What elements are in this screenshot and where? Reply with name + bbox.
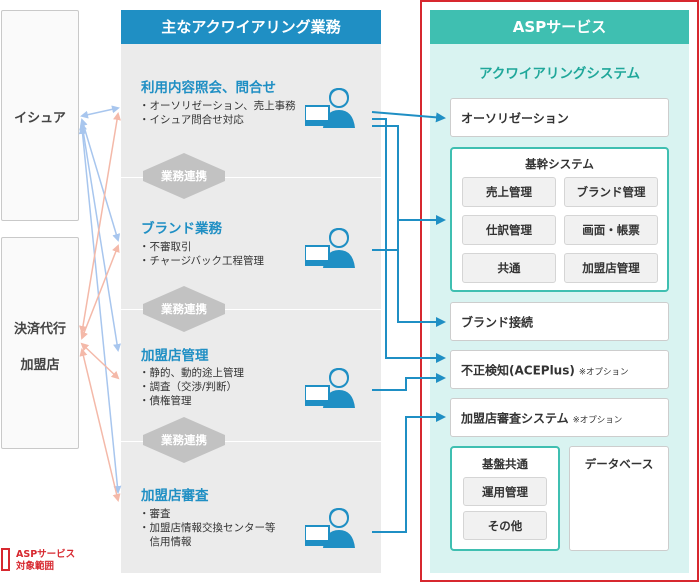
platform-item-operations-management: 運用管理 [463, 477, 547, 506]
platform-item-other: その他 [463, 511, 547, 540]
option-note: ※オプション [572, 415, 623, 425]
acquiring-operations-panel [121, 10, 381, 573]
core-item-journal-management: 仕訳管理 [462, 215, 556, 245]
brand-connection-label: ブランド接続 [461, 315, 534, 329]
legend-swatch [1, 548, 10, 571]
merchant-screening-system-label: 加盟店審査システム※オプション [461, 409, 622, 426]
acquiring-operations-header: 主なアクワイアリング業務 [121, 10, 381, 44]
merchant-arrow [80, 244, 120, 340]
merchant-arrows [79, 112, 121, 502]
issuer-arrow [80, 105, 120, 119]
database-label: データベース [584, 457, 654, 471]
double-arrow-connector-icon [143, 153, 225, 199]
section-bullets-merchant-management: ・静的、動的途上管理 ・調査（交渉/判断） ・債権管理 [139, 366, 244, 408]
authorization-label: オーソリゼーション [461, 111, 569, 125]
operator-at-laptop-icon [305, 88, 355, 128]
brand-connection-box: ブランド接続 [450, 302, 669, 341]
section-title-merchant-screening: 加盟店審査 [141, 488, 209, 504]
bullet-text: ・不審取引 [139, 241, 192, 253]
acquiring-system-title: アクワイアリングシステム [479, 66, 640, 82]
section-bullets-merchant-screening: ・審査 ・加盟店情報交換センター等 信用情報 [139, 507, 276, 549]
section-bullets-brand: ・不審取引 ・チャージバック工程管理 [139, 240, 264, 268]
section-bullets-inquiry: ・オーソリゼーション、売上事務 ・イシュア問合せ対応 [139, 99, 296, 127]
bullet-text: ・チャージバック工程管理 [139, 255, 265, 267]
section-divider [121, 309, 381, 310]
flow-to-brand-connection [372, 125, 446, 327]
double-arrow-connector-icon [143, 417, 225, 463]
asp-service-header: ASPサービス [430, 10, 689, 44]
legend-line2: 対象範囲 [16, 561, 55, 572]
legend-line1: ASPサービス [16, 549, 76, 560]
legend-text: ASPサービス 対象範囲 [16, 549, 75, 573]
section-title-brand: ブランド業務 [141, 221, 222, 237]
business-cooperation-connector: 業務連携 [143, 153, 225, 199]
merchant-arrow [79, 348, 121, 502]
connector-label: 業務連携 [161, 302, 207, 316]
section-divider [121, 177, 381, 178]
business-cooperation-connector: 業務連携 [143, 417, 225, 463]
section-title-inquiry: 利用内容照会、問合せ [141, 80, 276, 96]
platform-common-title: 基盤共通 [482, 457, 528, 471]
operator-at-laptop-icon [305, 508, 355, 548]
system-flow-lines [371, 111, 446, 533]
option-note: ※オプション [578, 367, 629, 377]
section-title-merchant-management: 加盟店管理 [141, 348, 209, 364]
bullet-text: 信用情報 [139, 536, 192, 548]
bullet-text: ・調査（交渉/判断） [139, 381, 238, 393]
core-system-title: 基幹システム [525, 157, 594, 171]
core-item-screens-reports: 画面・帳票 [564, 215, 658, 245]
database-box [569, 446, 669, 551]
connector-label: 業務連携 [161, 433, 207, 447]
fraud-detection-text: 不正検知(ACEPlus) [461, 363, 575, 377]
core-item-merchant-management: 加盟店管理 [564, 253, 658, 283]
merchant-screening-system-box: 加盟店審査システム※オプション [450, 398, 669, 437]
bullet-text: ・静的、動的途上管理 [139, 367, 244, 379]
operator-at-laptop-icon [305, 228, 355, 268]
asp-service-scope-border [420, 0, 699, 582]
fraud-detection-box: 不正検知(ACEPlus)※オプション [450, 350, 669, 389]
bullet-text: ・加盟店情報交換センター等 [139, 522, 276, 534]
bullet-text: ・審査 [139, 508, 171, 520]
merchant-label: 加盟店 [20, 358, 60, 373]
issuer-box: イシュア [1, 10, 79, 221]
bullet-text: ・オーソリゼーション、売上事務 [139, 100, 296, 112]
core-item-brand-management: ブランド管理 [564, 177, 658, 207]
core-item-sales-management: 売上管理 [462, 177, 556, 207]
bullet-text: ・イシュア問合せ対応 [139, 114, 244, 126]
payment-agent-merchant-box: 決済代行 加盟店 [1, 237, 79, 449]
merchant-screening-text: 加盟店審査システム [461, 411, 569, 425]
double-arrow-connector-icon [143, 286, 225, 332]
operator-at-laptop-icon [305, 368, 355, 408]
flow-to-fraud-detection [372, 118, 446, 363]
fraud-detection-label: 不正検知(ACEPlus)※オプション [461, 361, 628, 378]
payment-agent-label: 決済代行 [13, 322, 66, 337]
issuer-label: イシュア [14, 111, 66, 126]
flow-to-merchant-screening [372, 412, 446, 533]
flow-to-authorization [371, 111, 446, 123]
authorization-box: オーソリゼーション [450, 98, 669, 137]
connector-label: 業務連携 [161, 169, 207, 183]
flow-merchant-management-to-fraud [372, 373, 446, 391]
section-divider [121, 441, 381, 442]
bullet-text: ・債権管理 [139, 395, 192, 407]
core-item-common: 共通 [462, 253, 556, 283]
business-cooperation-connector: 業務連携 [143, 286, 225, 332]
